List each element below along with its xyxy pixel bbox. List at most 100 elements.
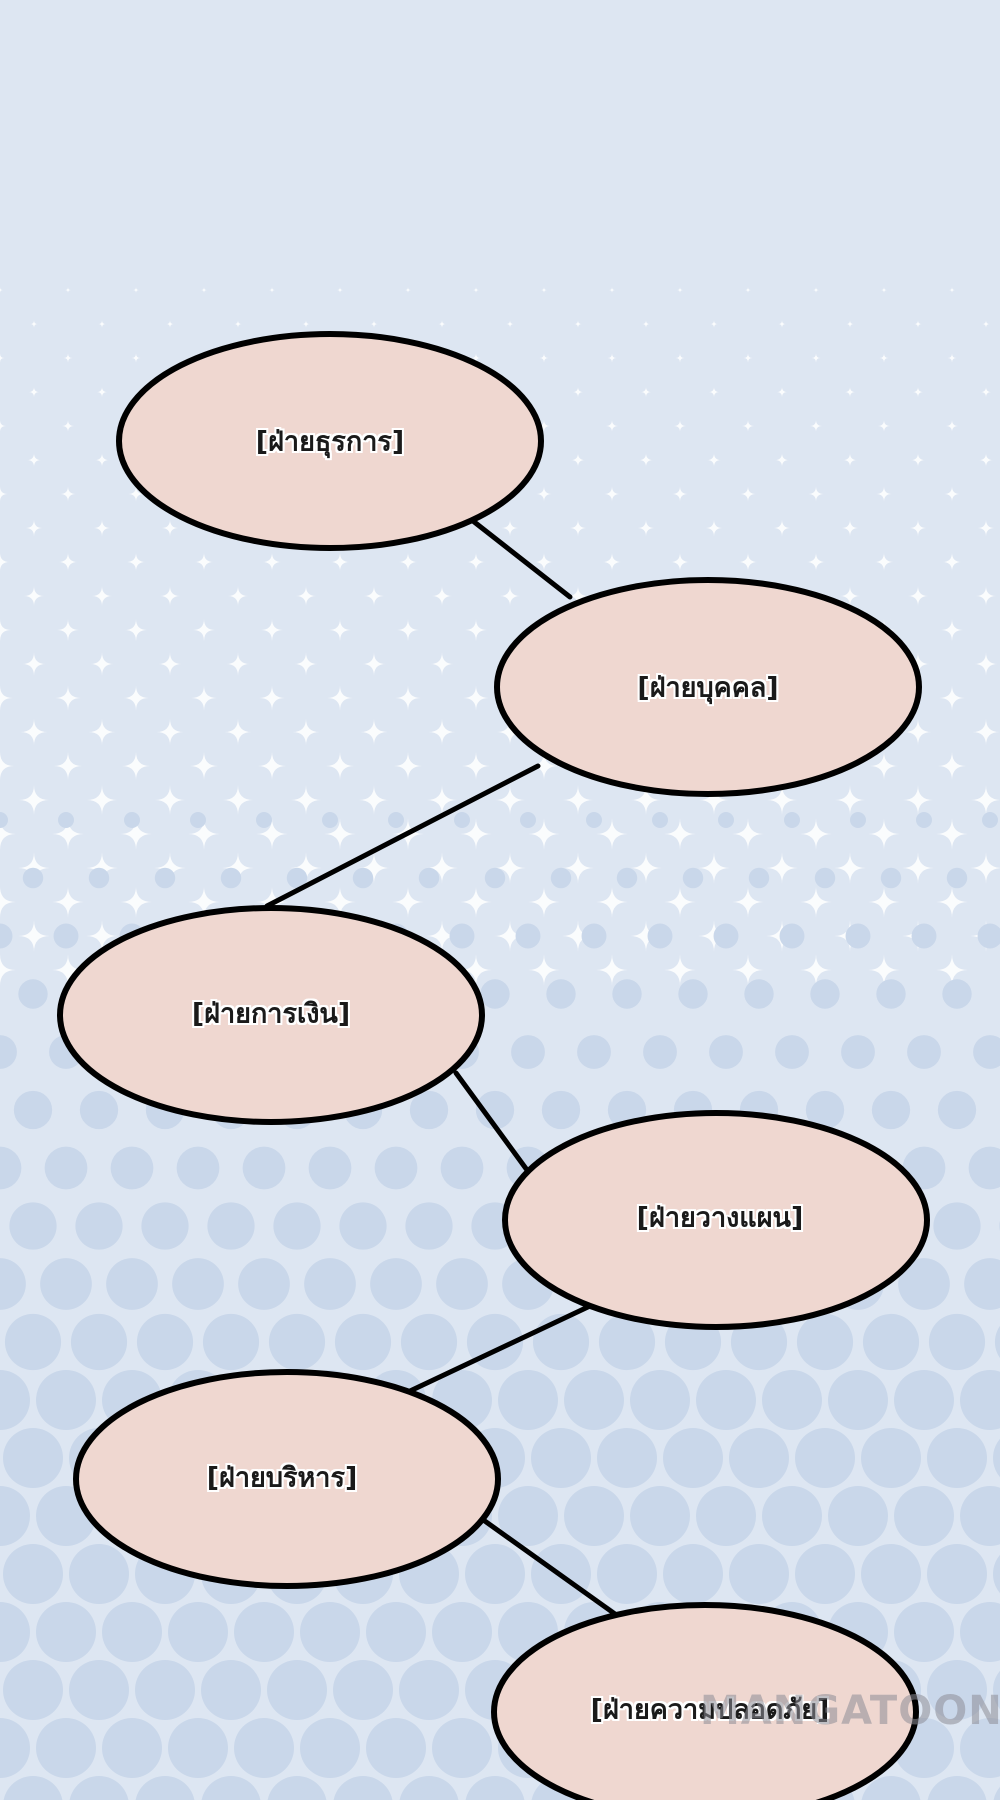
background-dot: [993, 1438, 1000, 1478]
diamond-sparkle: [88, 718, 116, 746]
diamond-sparkle: [528, 886, 560, 918]
background-dot: [850, 812, 866, 828]
background-dot: [546, 979, 576, 1009]
background-dot: [643, 1035, 677, 1069]
background-dot: [36, 1718, 96, 1778]
background-dot: [973, 1035, 1000, 1069]
diamond-sparkle: [881, 287, 887, 293]
background-dot: [814, 867, 836, 889]
diamond-sparkle: [673, 419, 687, 433]
background-dot: [79, 1090, 119, 1130]
diamond-sparkle: [940, 618, 964, 642]
background-dot: [696, 1370, 756, 1430]
background-dot: [141, 1202, 189, 1250]
background-dot: [256, 812, 272, 828]
diamond-sparkle: [640, 386, 652, 398]
background-dot: [928, 1313, 986, 1371]
diamond-sparkle: [834, 852, 866, 884]
background-dot: [784, 812, 800, 828]
diamond-sparkle: [269, 287, 275, 293]
diamond-sparkle: [698, 852, 730, 884]
diamond-sparkle: [362, 652, 386, 676]
diamond-sparkle: [637, 519, 655, 537]
background-dot: [795, 1544, 855, 1604]
diamond-sparkle: [131, 353, 141, 363]
diamond-sparkle: [494, 784, 526, 816]
diamond-sparkle: [539, 353, 549, 363]
diamond-sparkle: [936, 818, 968, 850]
diamond-sparkle: [776, 386, 788, 398]
background-dot: [267, 1660, 327, 1720]
background-dot: [432, 1718, 492, 1778]
diamond-sparkle: [471, 353, 481, 363]
diamond-sparkle: [188, 886, 220, 918]
diamond-sparkle: [813, 287, 819, 293]
diamond-sparkle: [945, 419, 959, 433]
diamond-sparkle: [537, 419, 551, 433]
diamond-sparkle: [91, 585, 113, 607]
diamond-sparkle: [22, 652, 46, 676]
background-dot: [409, 1090, 449, 1130]
diamond-sparkle: [528, 818, 560, 850]
background-dot: [75, 1202, 123, 1250]
background-dot: [937, 1090, 977, 1130]
background-dot: [894, 1602, 954, 1662]
edge-n5-n6: [479, 1516, 618, 1617]
background-dot: [586, 812, 602, 828]
background-dot: [729, 1428, 789, 1488]
diamond-sparkle: [609, 287, 615, 293]
diamond-sparkle: [596, 886, 628, 918]
background-dot: [894, 1370, 954, 1430]
diamond-sparkle: [405, 287, 411, 293]
diamond-sparkle: [426, 784, 458, 816]
diamond-sparkle: [121, 751, 151, 781]
background-dot: [70, 1313, 128, 1371]
diamond-sparkle: [23, 585, 45, 607]
diamond-sparkle: [868, 886, 900, 918]
diamond-sparkle: [292, 718, 320, 746]
diamond-sparkle: [572, 386, 584, 398]
diamond-sparkle: [664, 818, 696, 850]
background-dot: [475, 1090, 515, 1130]
diamond-sparkle: [226, 652, 250, 676]
diamond-sparkle: [732, 954, 764, 986]
diamond-sparkle: [222, 852, 254, 884]
diamond-sparkle: [156, 718, 184, 746]
diamond-sparkle: [0, 486, 8, 502]
diamond-sparkle: [839, 585, 861, 607]
background-dot: [616, 867, 638, 889]
background-dot: [880, 867, 902, 889]
diamond-sparkle: [20, 718, 48, 746]
node-label-security: [ฝ่ายความปลอดภัย]: [590, 1694, 830, 1726]
diamond-sparkle: [974, 652, 998, 676]
background-dot: [9, 1202, 57, 1250]
diamond-sparkle: [201, 287, 207, 293]
diamond-sparkle: [811, 353, 821, 363]
background-dot: [748, 867, 770, 889]
node-n3-shape: [57, 905, 485, 1125]
background-dot: [960, 1718, 1000, 1778]
background-dot: [682, 867, 704, 889]
diamond-sparkle: [257, 751, 287, 781]
diamond-sparkle: [677, 287, 683, 293]
diamond-sparkle: [907, 585, 929, 607]
diamond-sparkle: [460, 954, 492, 986]
background-dot: [696, 1486, 756, 1546]
diamond-sparkle: [52, 954, 84, 986]
diamond-sparkle: [166, 320, 174, 328]
diamond-sparkle: [766, 852, 798, 884]
diamond-sparkle: [52, 818, 84, 850]
background-dot: [861, 1544, 921, 1604]
diamond-sparkle: [936, 954, 968, 986]
background-dot: [4, 1313, 62, 1371]
background-dot: [135, 1776, 195, 1800]
diamond-sparkle: [672, 486, 688, 502]
background-dot: [960, 1370, 1000, 1430]
background-dot: [927, 1428, 987, 1488]
background-dot: [841, 1035, 875, 1069]
diamond-sparkle: [529, 751, 559, 781]
background-dot: [136, 1313, 194, 1371]
node-label-finance: [ฝ่ายการเงิน]: [191, 998, 351, 1030]
diamond-sparkle: [664, 954, 696, 986]
diamond-sparkle: [494, 920, 526, 952]
